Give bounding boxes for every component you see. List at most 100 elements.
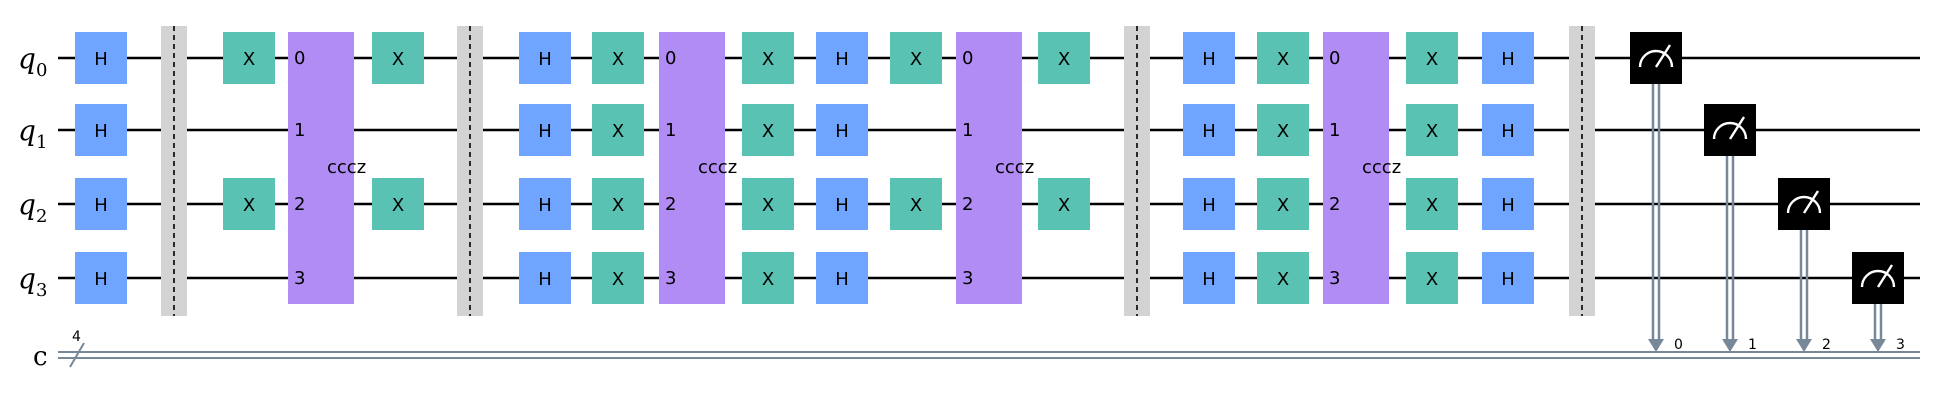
x-gate-label: X: [762, 195, 774, 216]
h-gate-label: H: [835, 121, 849, 142]
measure-cbit-label: 2: [1822, 337, 1831, 353]
x-gate-box: [372, 32, 424, 84]
x-gate-box: [742, 32, 794, 84]
h-gate-box: [75, 252, 127, 304]
x-gate-box: [742, 252, 794, 304]
h-gate: H: [75, 178, 127, 230]
h-gate-box: [75, 104, 127, 156]
x-gate-box: [742, 104, 794, 156]
measure-gate: 3: [1852, 252, 1905, 353]
h-gate: H: [816, 252, 868, 304]
h-gate-label: H: [1501, 195, 1515, 216]
classical-bundle-slash: [69, 342, 85, 368]
x-gate: X: [1257, 178, 1309, 230]
h-gate-box: [1482, 32, 1534, 84]
classical-register-size: 4: [72, 329, 81, 345]
h-gate-label: H: [538, 269, 552, 290]
x-gate-box: [1406, 32, 1458, 84]
cccz-port-label: 3: [962, 268, 973, 289]
h-gate: H: [816, 32, 868, 84]
x-gate-box: [592, 32, 644, 84]
x-gate-label: X: [1058, 49, 1070, 70]
x-gate-label: X: [243, 49, 255, 70]
x-gate-box: [890, 32, 942, 84]
x-gate-label: X: [1426, 49, 1438, 70]
h-gate-label: H: [538, 49, 552, 70]
h-gate: H: [75, 252, 127, 304]
h-gate: H: [519, 104, 571, 156]
x-gate-box: [890, 178, 942, 230]
measure-arrow-icon: [1722, 339, 1738, 352]
x-gate: X: [890, 32, 942, 84]
h-gate: H: [519, 252, 571, 304]
cccz-gate-box: [288, 32, 354, 304]
cccz-port-label: 2: [962, 194, 973, 215]
qubit-label-1: q1: [18, 114, 47, 153]
h-gate: H: [1482, 178, 1534, 230]
x-gate-box: [742, 178, 794, 230]
x-gate-label: X: [392, 49, 404, 70]
x-gate: X: [1257, 104, 1309, 156]
x-gate-box: [592, 252, 644, 304]
h-gate-label: H: [94, 49, 108, 70]
h-gate-label: H: [1202, 195, 1216, 216]
qubit-label-0: q0: [18, 42, 47, 81]
x-gate-box: [1406, 104, 1458, 156]
cccz-gate-box: [956, 32, 1022, 304]
x-gate-label: X: [1277, 195, 1289, 216]
measure-box: [1852, 252, 1904, 304]
x-gate-label: X: [392, 195, 404, 216]
measure-cbit-label: 3: [1896, 337, 1905, 353]
x-gate-box: [1038, 178, 1090, 230]
measure-arrow-icon: [1870, 339, 1886, 352]
x-gate: X: [592, 178, 644, 230]
x-gate-label: X: [1058, 195, 1070, 216]
x-gate-label: X: [612, 121, 624, 142]
x-gate: X: [592, 32, 644, 84]
x-gate: X: [742, 178, 794, 230]
h-gate-label: H: [538, 195, 552, 216]
h-gate-box: [816, 252, 868, 304]
x-gate-box: [592, 178, 644, 230]
cccz-port-label: 0: [962, 48, 973, 69]
x-gate-label: X: [762, 49, 774, 70]
x-gate: X: [890, 178, 942, 230]
classical-register-label: c: [33, 342, 48, 372]
h-gate-label: H: [835, 49, 849, 70]
x-gate-label: X: [762, 269, 774, 290]
h-gate-box: [816, 32, 868, 84]
qubit-label-2: q2: [18, 188, 47, 227]
cccz-gate-label: cccz: [327, 157, 366, 178]
h-gate-label: H: [1501, 121, 1515, 142]
h-gate-label: H: [835, 269, 849, 290]
x-gate: X: [592, 252, 644, 304]
h-gate-box: [1482, 178, 1534, 230]
cccz-port-label: 0: [294, 48, 305, 69]
h-gate-box: [519, 178, 571, 230]
h-gate-box: [1482, 104, 1534, 156]
x-gate: X: [372, 32, 424, 84]
h-gate-label: H: [1202, 121, 1216, 142]
x-gate: X: [742, 104, 794, 156]
qubit-label-subscript: 1: [36, 132, 47, 153]
cccz-port-label: 2: [1329, 194, 1340, 215]
h-gate: H: [1183, 252, 1235, 304]
h-gate: H: [1183, 178, 1235, 230]
h-gate-box: [519, 252, 571, 304]
measure-box: [1630, 32, 1682, 84]
barriers: [161, 26, 1595, 316]
x-gate: X: [1406, 32, 1458, 84]
x-gate-box: [223, 32, 275, 84]
h-gate: H: [1482, 252, 1534, 304]
h-gate-label: H: [94, 269, 108, 290]
x-gate: X: [742, 32, 794, 84]
qubit-label-subscript: 2: [36, 206, 47, 227]
measure-box: [1704, 104, 1756, 156]
qubit-label-3: q3: [18, 262, 47, 301]
h-gate: H: [1482, 104, 1534, 156]
